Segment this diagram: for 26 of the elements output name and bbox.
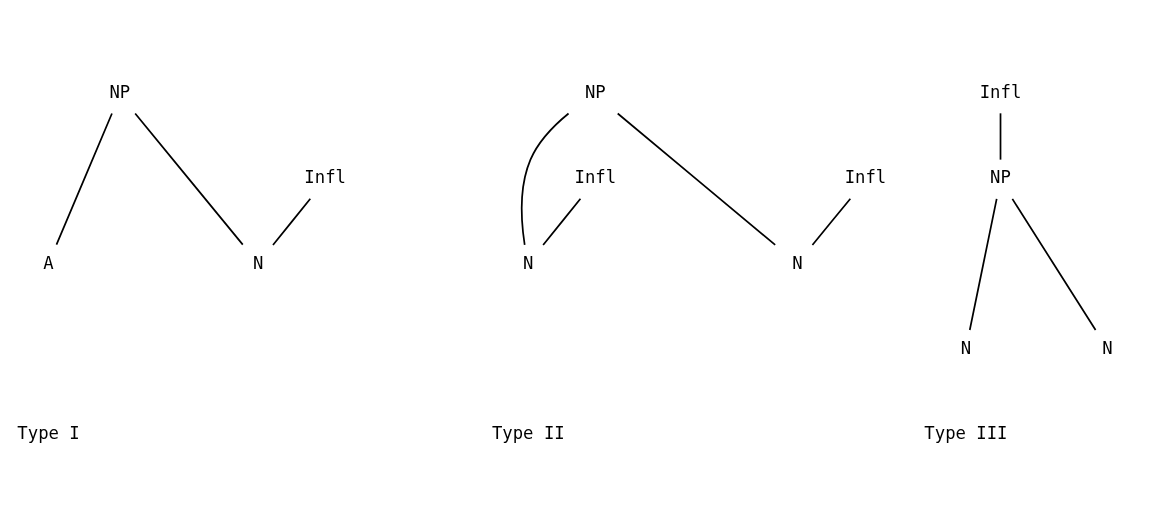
connector [968, 197, 998, 331]
connector [1011, 197, 1097, 331]
connector [55, 112, 113, 245]
node-text: A [43, 252, 54, 273]
connector [811, 197, 852, 246]
node-text: Infl [979, 81, 1022, 102]
node-text: N [252, 252, 264, 273]
connector [272, 197, 312, 246]
connector [134, 112, 244, 245]
node-text: NP [990, 166, 1011, 187]
connector [999, 111, 1002, 160]
label: Type I [17, 422, 80, 443]
node-text: Infl [304, 166, 346, 187]
label: Type II [491, 422, 565, 443]
node-text: N [792, 252, 803, 273]
node-text: N [523, 252, 534, 273]
node-text: N [960, 337, 972, 358]
node-text: NP [584, 81, 606, 102]
node-text: Infl [574, 166, 617, 187]
node-text: NP [109, 81, 131, 102]
node-text: Infl [844, 166, 887, 187]
connector [521, 112, 570, 246]
node-text: N [1102, 337, 1113, 358]
connector [542, 197, 582, 246]
label: Type III [924, 422, 1008, 443]
connector [616, 112, 777, 246]
